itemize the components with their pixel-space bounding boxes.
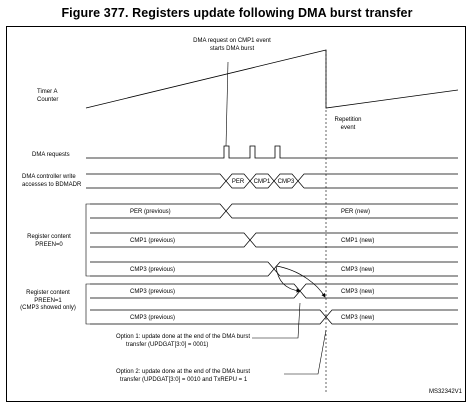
- bus-cmp3: CMP3: [278, 179, 295, 185]
- dma-request-annotation: DMA request on CMP1 event starts DMA bur…: [193, 38, 271, 52]
- register-preen1-label: Register content PREEN=1 (CMP3 showed on…: [20, 290, 76, 311]
- per-register-row: [90, 203, 458, 219]
- preen1-option2-row: [90, 309, 458, 325]
- arrow-to-option2: [275, 265, 326, 298]
- cmp3-previous: CMP3 (previous): [130, 267, 175, 273]
- register-preen0-label: Register content PREEN=0: [27, 234, 71, 248]
- option2-pointer: [284, 329, 327, 375]
- option2-cmp3-new: CMP3 (new): [341, 315, 374, 321]
- option2-cmp3-previous: CMP3 (previous): [130, 315, 175, 321]
- dma-request-pointer: [225, 61, 229, 147]
- preen1-bracket: [85, 283, 90, 325]
- timer-counter-label: Timer A Counter: [37, 89, 59, 103]
- cmp1-register-row: [90, 232, 458, 248]
- option1-cmp3-new: CMP3 (new): [341, 289, 374, 295]
- option1-cmp3-previous: CMP3 (previous): [130, 289, 175, 295]
- dma-requests-label: DMA requests: [32, 152, 70, 158]
- cmp1-new: CMP1 (new): [341, 238, 374, 244]
- option1-pointer: [252, 302, 301, 339]
- bus-per: PER: [232, 179, 245, 185]
- dma-requests-waveform: [86, 145, 458, 159]
- preen0-bracket: [85, 203, 90, 277]
- dma-write-label: DMA controller write accesses to BDMADR: [22, 174, 82, 188]
- figure-frame: [6, 26, 466, 402]
- option1-annotation: Option 1: update done at the end of the …: [116, 334, 251, 348]
- cmp1-previous: CMP1 (previous): [130, 238, 175, 244]
- figure-title: Figure 377. Registers update following D…: [61, 6, 413, 20]
- cmp3-register-row: [90, 261, 458, 277]
- repetition-event-label: Repetition event: [334, 117, 362, 131]
- figure-reference: MS32342V1: [428, 389, 462, 395]
- option2-annotation: Option 2: update done at the end of the …: [116, 369, 251, 383]
- dma-write-bus: [86, 173, 458, 189]
- per-previous: PER (previous): [130, 209, 171, 215]
- timer-counter-waveform: [85, 49, 459, 109]
- per-new: PER (new): [341, 209, 370, 215]
- arrow-to-option1: [275, 265, 301, 293]
- bus-cmp1: CMP1: [254, 179, 271, 185]
- cmp3-new: CMP3 (new): [341, 267, 374, 273]
